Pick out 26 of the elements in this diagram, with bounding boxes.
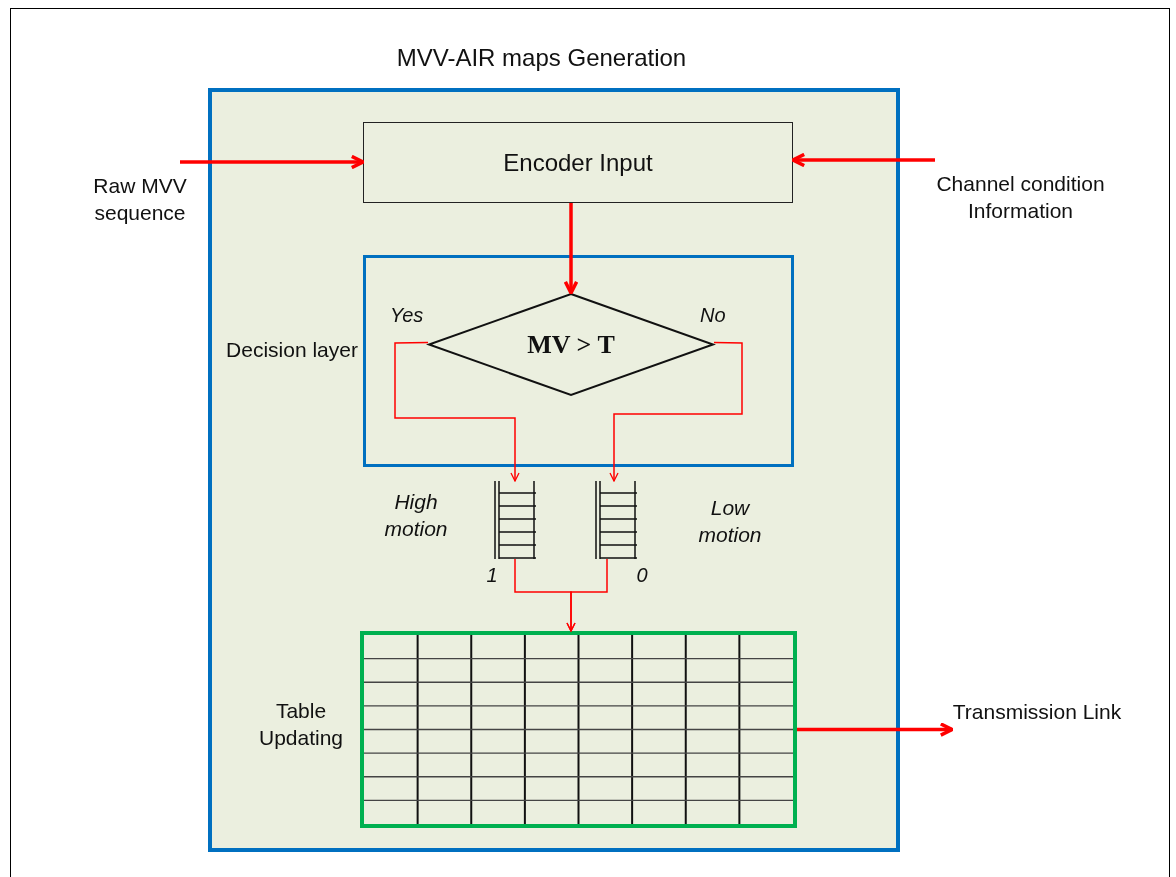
- edge-label: Yes: [390, 303, 424, 328]
- queue-stack: [494, 481, 536, 559]
- side-label: Low motion: [697, 495, 763, 549]
- arrow: [791, 152, 935, 168]
- arrow: [180, 154, 365, 170]
- io-label: Raw MVV sequence: [92, 173, 188, 227]
- arrow: [609, 341, 743, 482]
- side-label: Table Updating: [257, 698, 345, 752]
- output-value: 0: [635, 563, 649, 588]
- arrow: [566, 558, 608, 632]
- layer-box: [363, 255, 794, 467]
- io-label: Transmission Link: [952, 699, 1122, 725]
- edge-label: No: [700, 303, 726, 328]
- box-heading: MVV-AIR maps Generation: [395, 43, 688, 73]
- arrow: [394, 341, 520, 482]
- queue-stack: [595, 481, 637, 559]
- side-label: Decision layer: [225, 337, 359, 363]
- box-label: Encoder Input: [502, 147, 654, 178]
- io-label: Channel condition Information: [935, 171, 1106, 225]
- arrow: [563, 203, 579, 295]
- side-label: High motion: [383, 489, 449, 543]
- process-box: [363, 122, 793, 203]
- output-value: 1: [485, 563, 499, 588]
- arrow: [797, 722, 954, 737]
- condition-label: MV > T: [526, 328, 616, 361]
- table-grid: [360, 631, 797, 828]
